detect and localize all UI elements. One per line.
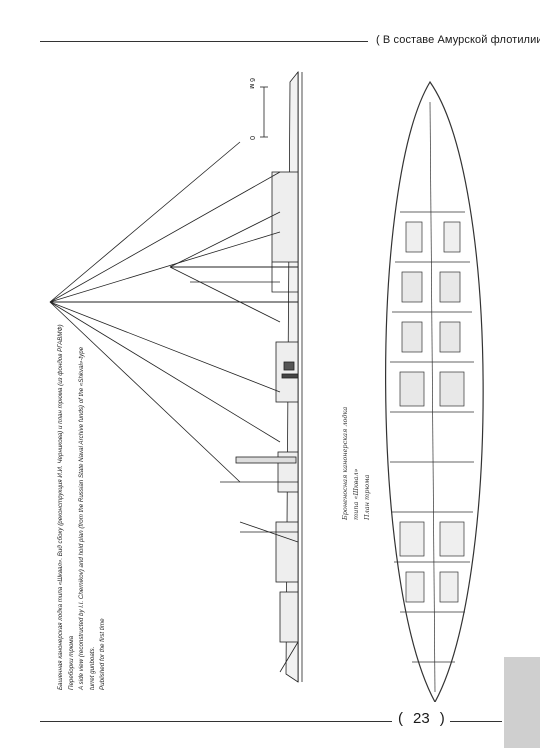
running-header: ( В составе Амурской флотилии ) [376,34,540,46]
page-number: (23) [398,710,445,727]
page-number-value: 23 [413,710,430,727]
page-number-open-paren: ( [398,710,403,727]
caption-ru-line-2: Переборки трюма [67,635,75,690]
header-rule [40,41,368,42]
caption-en-line-1: A side view (reconstructed by I.I. Chern… [78,346,85,690]
gunboat-drawing [40,62,495,704]
scale-max-label: 6 м [248,78,255,89]
caption-ru-line-1: Башенная канонерская лодка типа «Шквал».… [57,324,64,690]
drawing-stamp: Броненосная канонерская лодка типа «Шква… [340,300,373,520]
footer-rule-left [40,721,392,722]
page-edge-tab [504,657,540,748]
hold-plan [385,80,484,704]
scale-bar [260,86,268,138]
page-number-close-paren: ) [439,710,445,727]
caption-en-line-2: turret gunboats. [88,646,96,690]
stamp-line-1: Броненосная канонерская лодка [341,406,349,520]
ship-blueprints-svg [49,70,484,704]
figure-caption: Башенная канонерская лодка типа «Шквал».… [56,324,109,690]
stamp-line-2: типа «Шквал» [352,468,360,520]
stamp-line-3: План трюма [363,474,371,520]
footer-rule-right [450,721,502,722]
scale-zero-label: 0 [248,136,255,140]
side-view [49,70,303,683]
caption-en-line-3: Published for the first time [99,618,106,690]
